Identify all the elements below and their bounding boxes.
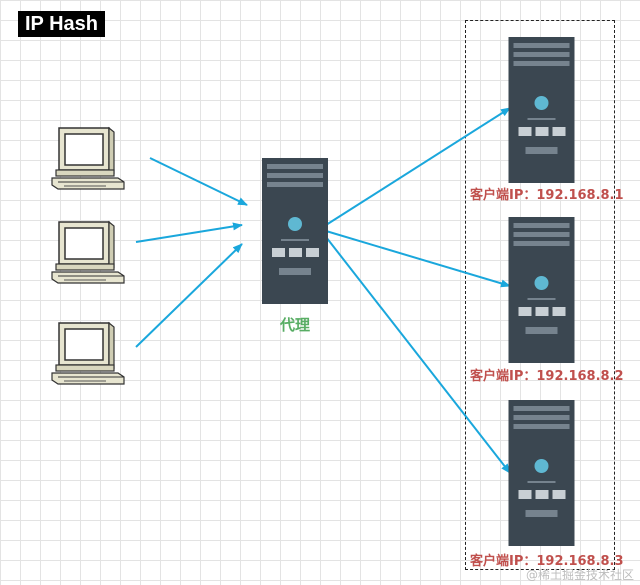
arrow-client3-to-proxy — [135, 243, 243, 348]
proxy-label: 代理 — [279, 316, 310, 334]
arrow-client1-to-proxy — [149, 157, 248, 206]
arrow-proxy-to-server3 — [325, 236, 511, 474]
server-icon — [508, 217, 575, 363]
computer-icon — [51, 220, 125, 284]
arrow-client2-to-proxy — [135, 222, 243, 243]
diagram-title: IP Hash — [18, 11, 105, 37]
server-icon — [508, 37, 575, 183]
server-ip-label: 客户端IP：192.168.8.2 — [470, 369, 624, 384]
server-icon — [508, 400, 575, 546]
arrow-proxy-to-server2 — [325, 230, 511, 288]
server-group-box — [465, 20, 615, 570]
computer-icon — [51, 126, 125, 190]
server-ip-label: 客户端IP：192.168.8.1 — [470, 188, 624, 203]
computer-icon — [51, 321, 125, 385]
arrow-proxy-to-server1 — [325, 107, 511, 226]
watermark: @稀土掘金技术社区 — [525, 568, 634, 582]
server-icon — [262, 158, 328, 304]
server-ip-label: 客户端IP：192.168.8.3 — [470, 554, 624, 569]
